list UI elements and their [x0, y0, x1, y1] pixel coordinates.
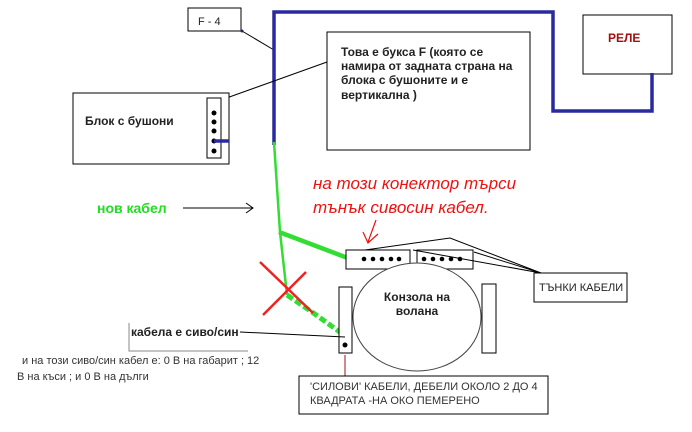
connector-hint: тънък сивосин кабел.	[313, 198, 489, 217]
new-cable-branch	[278, 229, 354, 263]
fuse-socket	[206, 97, 222, 159]
relay-label: РЕЛЕ	[608, 31, 640, 45]
old-cable	[285, 292, 346, 338]
relay-box	[582, 14, 673, 75]
socket-note-line: намира от задната страна на	[341, 59, 513, 73]
cable-color-frame	[128, 323, 248, 352]
arrow-icon	[183, 202, 254, 214]
connector-hint: на този конектор търси	[313, 174, 517, 193]
socket-leader	[220, 61, 328, 101]
cable-color-leader	[239, 331, 346, 338]
console-label: волана	[396, 304, 439, 318]
steering-console	[352, 262, 482, 372]
f4-label: F - 4	[198, 16, 221, 28]
red-arrow-icon	[362, 219, 379, 244]
socket-note-line: блока с бушоните и е	[341, 73, 468, 87]
power-cables-box	[298, 375, 549, 415]
socket-note-line: Това е букса F (която се	[341, 45, 483, 59]
leader-dot	[240, 29, 244, 33]
f4-box	[187, 7, 242, 32]
connector-left	[345, 249, 411, 270]
pin	[342, 342, 348, 348]
cross-out-icon	[259, 261, 314, 316]
console-label: Конзола на	[384, 290, 450, 304]
voltage-note: и на този сиво/син кабел е: 0 В на габар…	[22, 355, 259, 367]
voltage-note: В на къси ; и 0 В на дълги	[17, 371, 149, 383]
thin-cables-leaders	[364, 237, 542, 274]
power-cables-note: 'СИЛОВИ' КАБЕЛИ, ДЕБЕЛИ ОКОЛО 2 ДО 4	[310, 381, 538, 393]
thin-cables-box	[533, 272, 628, 303]
power-cables-note: КВАДРАТА -НА ОКО ПЕМЕРЕНО	[310, 395, 480, 407]
cable-color-label: кабела е сиво/син	[131, 325, 239, 339]
f4-leader	[241, 30, 275, 51]
fuse-block-label: Блок с бушони	[85, 114, 174, 128]
console-connector-right	[481, 283, 497, 354]
thin-cables-label: ТЪНКИ КАБЕЛИ	[539, 282, 623, 294]
socket-note-line: вертикална )	[341, 88, 417, 102]
relay-wire	[272, 10, 654, 145]
socket-note-box	[326, 31, 531, 151]
fuse-block	[72, 92, 230, 165]
new-cable	[272, 141, 289, 296]
new-cable-label: нов кабел	[97, 200, 167, 216]
